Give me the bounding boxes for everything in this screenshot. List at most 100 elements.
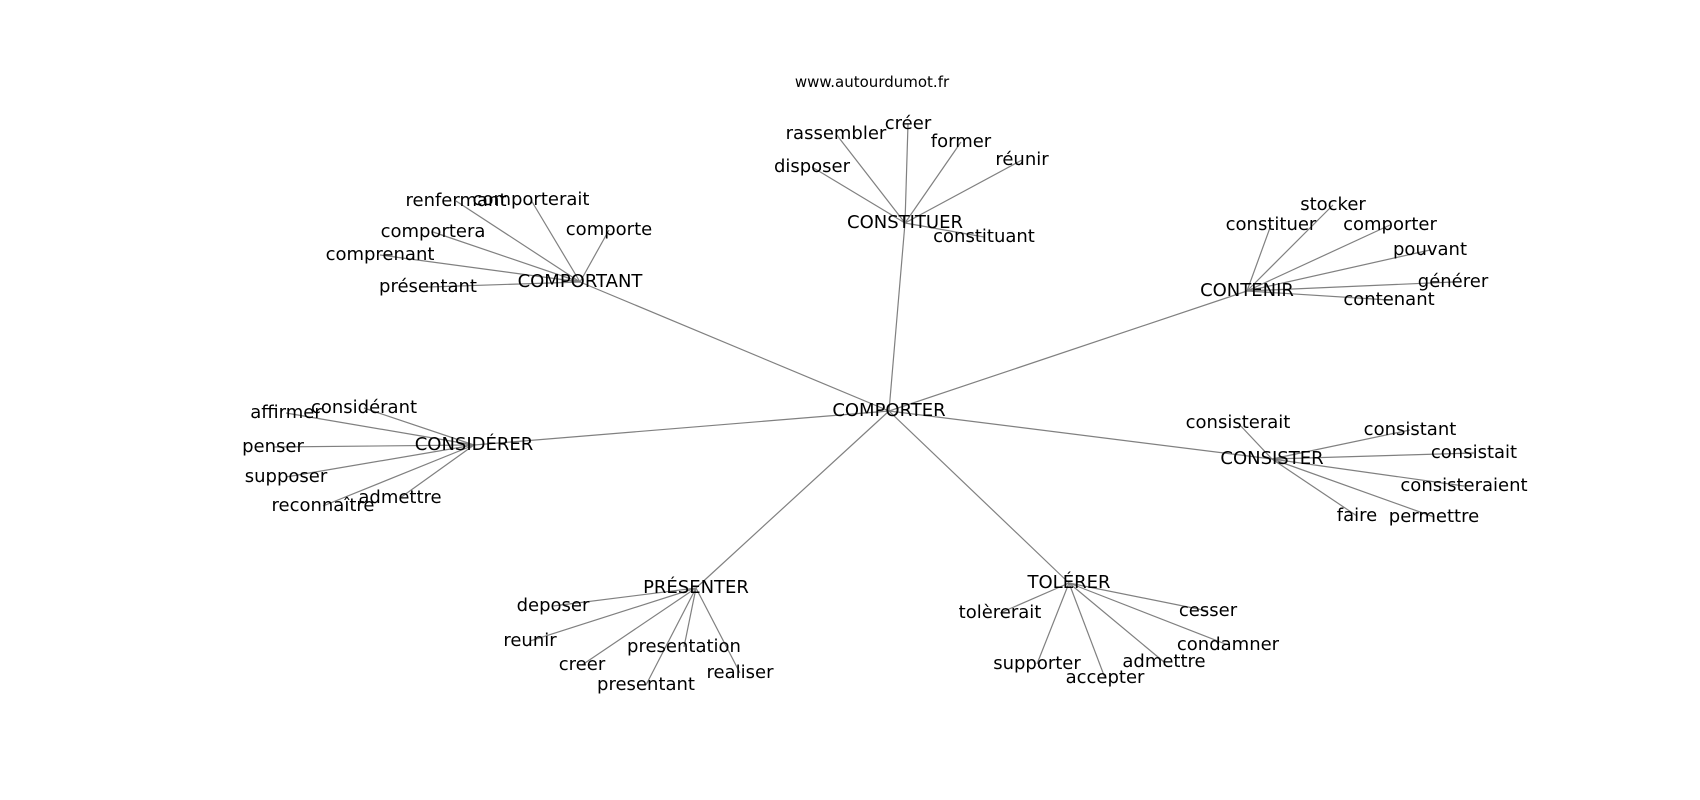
edge-constituer-former	[904, 141, 962, 224]
edge-presenter-realiser	[695, 587, 741, 674]
edge-comportant-presentant	[427, 281, 581, 288]
hub-node-considerer[interactable]: CONSIDÉRER	[415, 433, 534, 455]
leaf-node-contenir-comporter[interactable]: comporter	[1343, 214, 1437, 235]
leaf-node-comportant-presentant[interactable]: présentant	[379, 276, 477, 297]
leaf-node-contenir-pouvant[interactable]: pouvant	[1393, 239, 1467, 260]
leaf-node-tolerer-admettre[interactable]: admettre	[1122, 651, 1205, 672]
edge-considerer-considerant	[363, 407, 475, 446]
edge-contenir-contenant	[1246, 290, 1390, 301]
edge-tolerer-tolererait	[999, 582, 1070, 614]
leaf-node-tolerer-accepter[interactable]: accepter	[1066, 667, 1145, 688]
edge-comportant-comporte	[579, 229, 610, 283]
leaf-node-considerer-reconnaitre[interactable]: reconnaître	[272, 495, 375, 516]
leaf-node-consister-consistant[interactable]: consistant	[1364, 419, 1457, 440]
edge-consister-consisterait	[1237, 422, 1273, 460]
hub-node-comportant[interactable]: COMPORTANT	[518, 271, 644, 292]
leaf-node-constituer-disposer[interactable]: disposer	[774, 156, 851, 177]
edge-center-contenir	[888, 290, 1248, 412]
leaf-node-presenter-deposer[interactable]: deposer	[517, 595, 590, 616]
edge-center-tolerer	[888, 410, 1070, 584]
edge-considerer-admettre	[399, 444, 475, 499]
hub-node-constituer[interactable]: CONSTITUER	[847, 212, 963, 233]
edge-center-presenter	[695, 410, 890, 589]
leaf-node-contenir-constituer[interactable]: constituer	[1226, 214, 1317, 235]
edge-center-constituer	[888, 222, 906, 412]
edge-presenter-creer	[581, 587, 697, 666]
leaf-node-constituer-rassembler[interactable]: rassembler	[786, 123, 887, 144]
leaf-node-tolerer-tolererait[interactable]: tolèrerait	[959, 602, 1042, 623]
leaf-node-contenir-generer[interactable]: générer	[1418, 271, 1489, 292]
leaf-node-presenter-presentant[interactable]: presentant	[597, 674, 695, 695]
edge-center-consister	[888, 410, 1273, 460]
graph-edges	[272, 123, 1475, 686]
edge-considerer-supposer	[285, 444, 475, 478]
edge-consister-consisteraient	[1271, 458, 1465, 487]
leaf-node-tolerer-condamner[interactable]: condamner	[1177, 634, 1280, 655]
hub-node-presenter[interactable]: PRÉSENTER	[643, 576, 749, 598]
edge-presenter-deposer	[552, 587, 697, 607]
edge-presenter-presentation	[683, 587, 697, 648]
edge-contenir-comporter	[1246, 224, 1391, 292]
edge-tolerer-accepter	[1068, 582, 1106, 679]
leaf-node-comportant-comporte[interactable]: comporte	[566, 219, 652, 240]
leaf-node-presenter-creer[interactable]: creer	[559, 654, 606, 675]
edge-tolerer-cesser	[1068, 582, 1209, 612]
leaf-node-tolerer-supporter[interactable]: supporter	[993, 653, 1081, 674]
leaf-node-considerer-affirmer[interactable]: affirmer	[250, 402, 322, 423]
edge-constituer-reunir	[904, 159, 1023, 224]
leaf-node-contenir-contenant[interactable]: contenant	[1343, 289, 1434, 310]
leaf-node-comportant-renfermant[interactable]: renfermant	[405, 190, 506, 211]
edge-contenir-pouvant	[1246, 249, 1431, 292]
leaf-node-considerer-admettre[interactable]: admettre	[358, 487, 441, 508]
leaf-node-consister-permettre[interactable]: permettre	[1389, 506, 1479, 527]
edge-considerer-penser	[272, 444, 475, 448]
leaf-node-presenter-realiser[interactable]: realiser	[707, 662, 775, 683]
edge-constituer-creer	[904, 123, 909, 224]
leaf-node-consister-consistait[interactable]: consistait	[1431, 442, 1517, 463]
leaf-node-constituer-constituant[interactable]: constituant	[933, 226, 1035, 247]
leaf-node-considerer-penser[interactable]: penser	[242, 436, 304, 457]
leaf-node-constituer-reunir[interactable]: réunir	[995, 149, 1049, 170]
edge-considerer-affirmer	[285, 412, 475, 446]
edge-comportant-comprenant	[379, 254, 581, 283]
edge-center-considerer	[473, 410, 890, 446]
leaf-node-constituer-creer[interactable]: créer	[885, 113, 932, 134]
leaf-node-constituer-former[interactable]: former	[931, 131, 992, 152]
leaf-node-consister-consisterait[interactable]: consisterait	[1186, 412, 1291, 433]
edge-tolerer-admettre	[1068, 582, 1165, 663]
leaf-node-presenter-presentation[interactable]: presentation	[627, 636, 741, 657]
leaf-node-comportant-comporterait[interactable]: comporterait	[473, 189, 590, 210]
hub-node-consister[interactable]: CONSISTER	[1220, 448, 1323, 469]
center-node-comporter[interactable]: COMPORTER	[832, 400, 945, 421]
edge-consister-consistant	[1271, 429, 1411, 460]
edge-center-comportant	[579, 281, 890, 412]
leaf-node-consister-faire[interactable]: faire	[1337, 505, 1377, 526]
edge-contenir-constituer	[1246, 224, 1272, 292]
leaf-node-consister-consisteraient[interactable]: consisteraient	[1400, 475, 1527, 496]
edge-consister-permettre	[1271, 458, 1435, 518]
hub-node-tolerer[interactable]: TOLÉRER	[1027, 571, 1111, 593]
edge-presenter-presentant	[645, 587, 697, 686]
leaf-node-contenir-stocker[interactable]: stocker	[1300, 194, 1366, 215]
leaf-node-considerer-considerant[interactable]: considérant	[311, 397, 417, 418]
edge-consister-consistait	[1271, 452, 1475, 460]
edge-tolerer-condamner	[1068, 582, 1229, 646]
edge-consister-faire	[1271, 458, 1358, 517]
edge-tolerer-supporter	[1036, 582, 1070, 665]
edge-constituer-constituant	[904, 222, 985, 238]
edge-presenter-reunir	[529, 587, 697, 642]
leaf-node-comportant-comprenant[interactable]: comprenant	[326, 244, 435, 265]
edge-comportant-comportera	[432, 231, 581, 283]
edge-comportant-renfermant	[455, 200, 581, 283]
site-label[interactable]: www.autourdumot.fr	[795, 73, 950, 91]
edge-constituer-rassembler	[835, 133, 906, 224]
leaf-node-considerer-supposer[interactable]: supposer	[245, 466, 328, 487]
edge-considerer-reconnaitre	[322, 444, 475, 507]
edge-comportant-comporterait	[530, 199, 581, 283]
hub-node-contenir[interactable]: CONTENIR	[1200, 280, 1294, 301]
leaf-node-comportant-comportera[interactable]: comportera	[381, 221, 486, 242]
edge-constituer-disposer	[811, 166, 906, 224]
leaf-node-tolerer-cesser[interactable]: cesser	[1179, 600, 1238, 621]
leaf-node-presenter-reunir[interactable]: reunir	[503, 630, 557, 651]
